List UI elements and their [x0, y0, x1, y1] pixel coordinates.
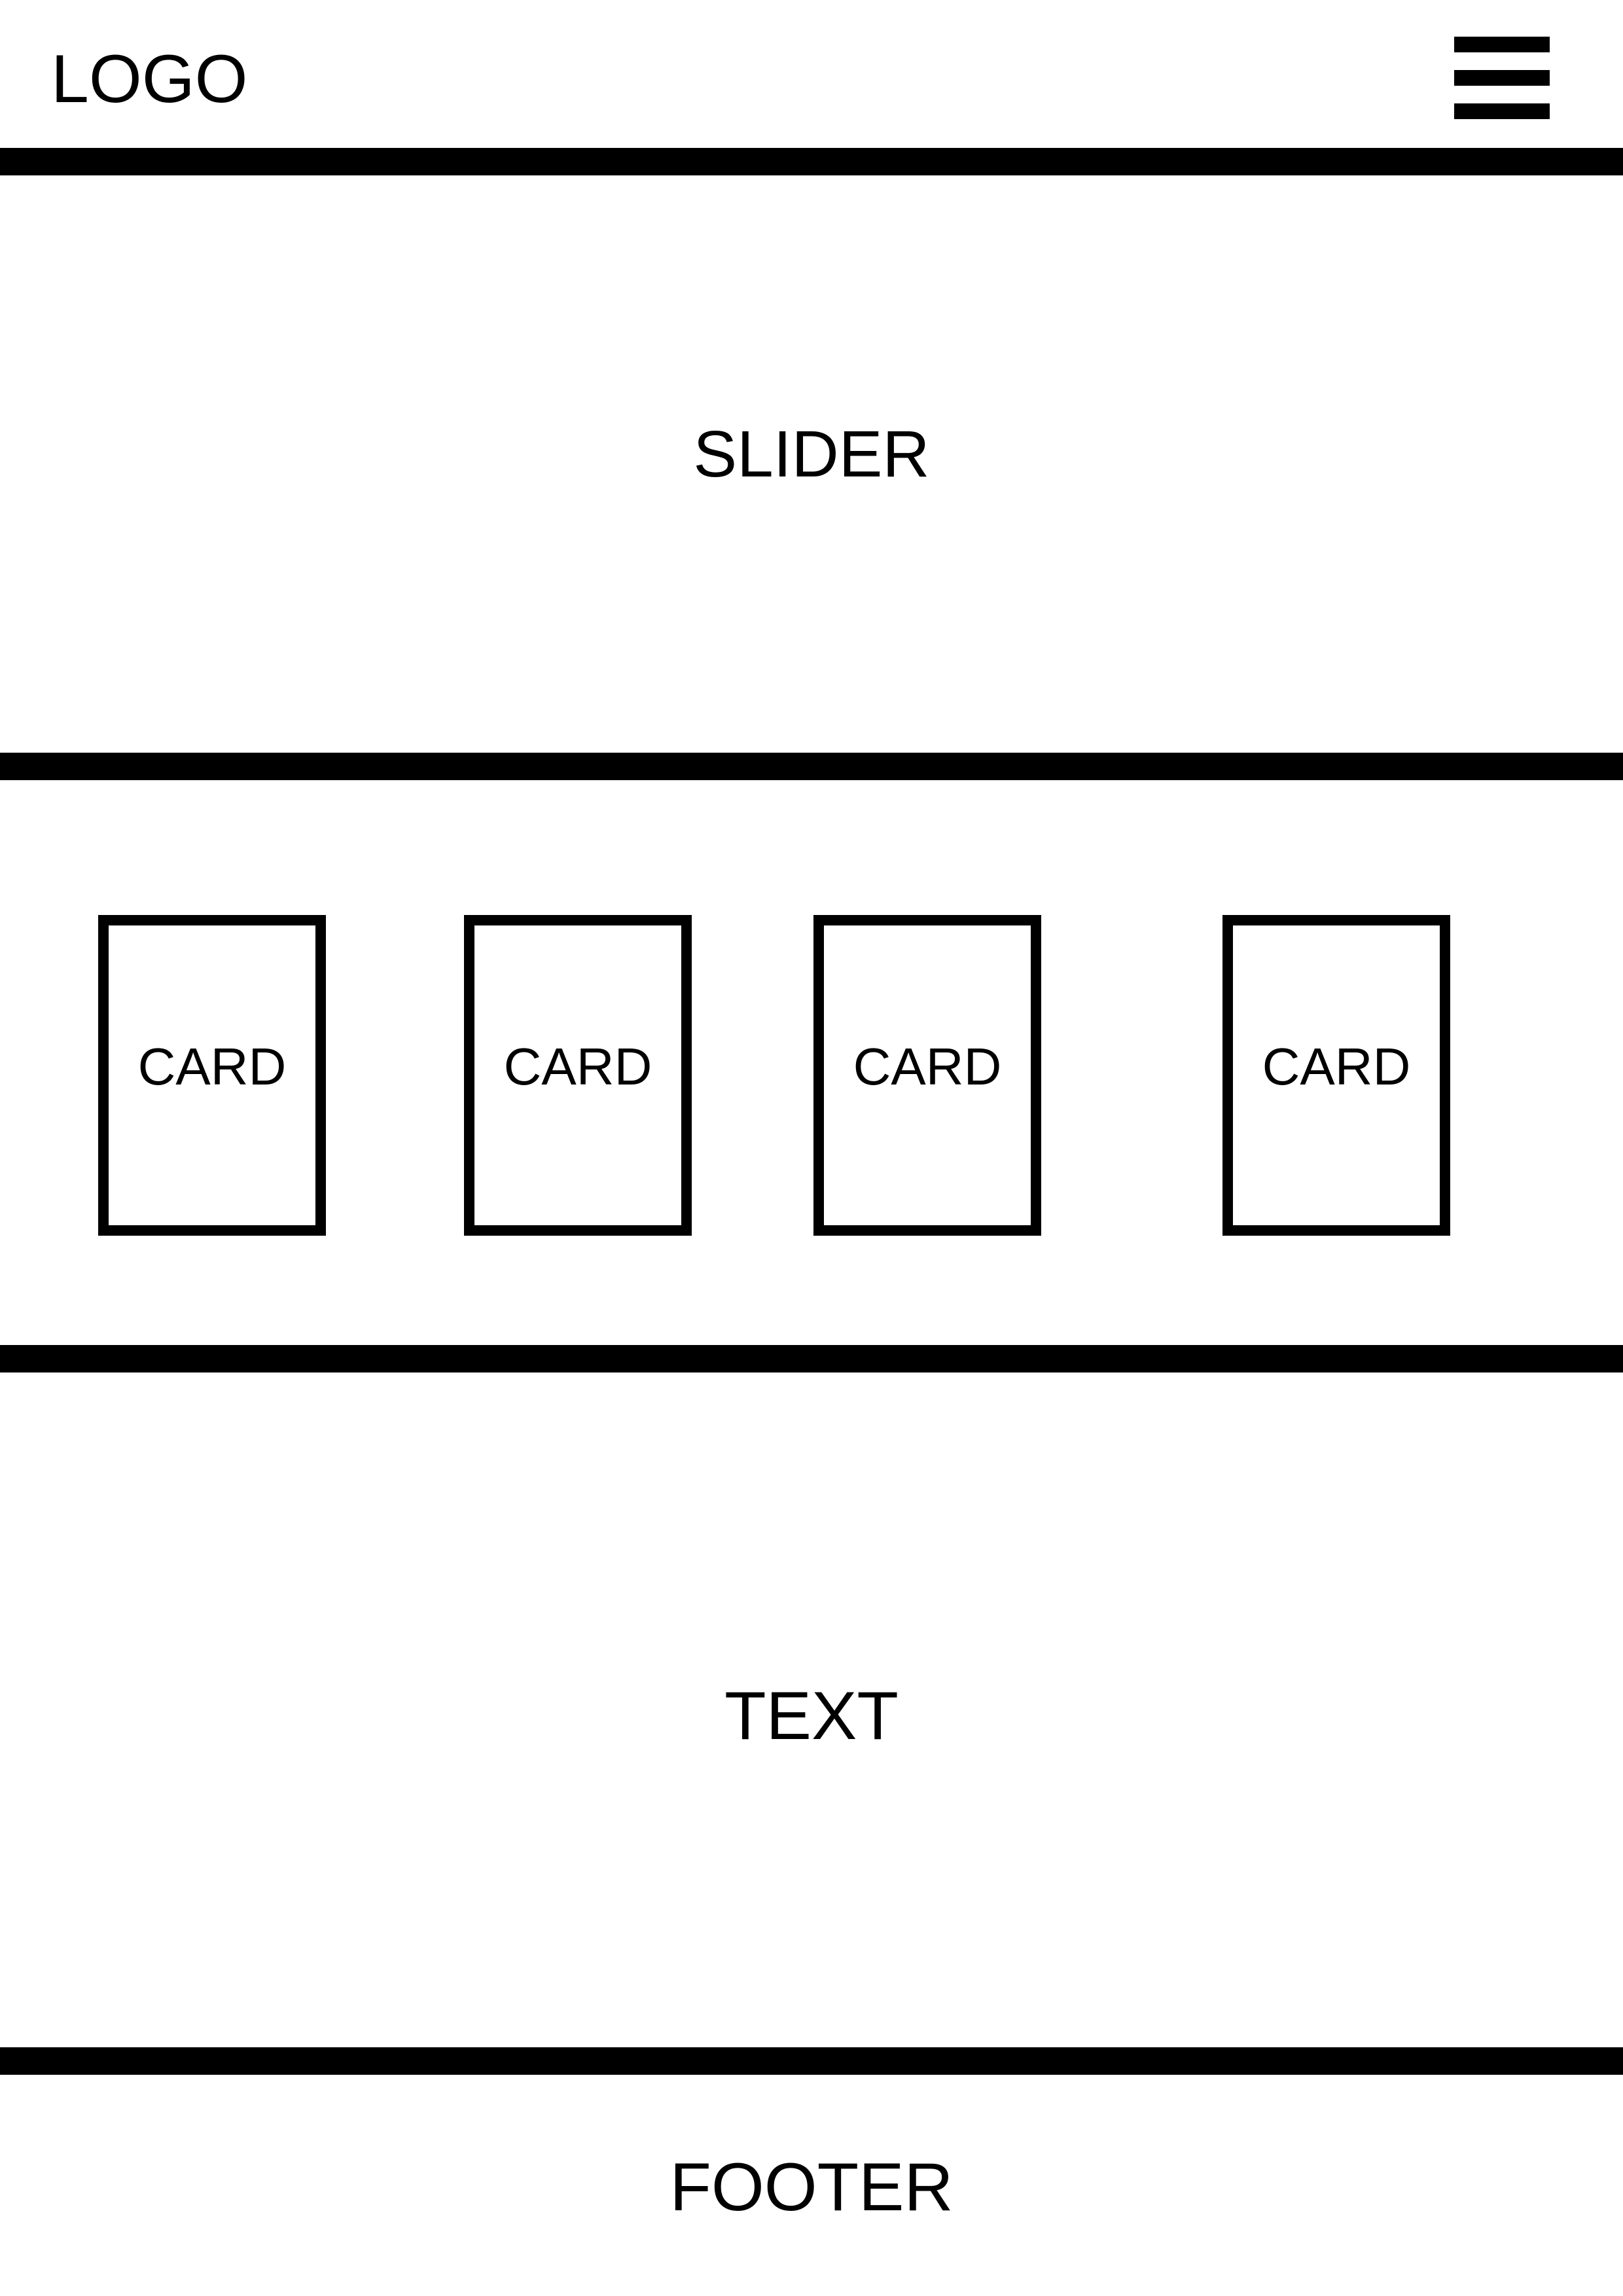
slider-divider: [0, 753, 1623, 780]
text-placeholder: TEXT: [724, 1678, 899, 1754]
menu-bar-bottom: [1454, 103, 1550, 119]
card-label: CARD: [853, 1037, 1002, 1096]
footer-divider: [0, 2047, 1623, 2075]
card-4[interactable]: CARD: [1222, 915, 1450, 1236]
card-label: CARD: [1262, 1037, 1411, 1096]
menu-bar-top: [1454, 37, 1550, 52]
hamburger-menu-icon[interactable]: [1454, 37, 1550, 119]
card-2[interactable]: CARD: [464, 915, 692, 1236]
header-divider: [0, 148, 1623, 175]
card-label: CARD: [503, 1037, 652, 1096]
cards-divider: [0, 1345, 1623, 1372]
menu-bar-middle: [1454, 70, 1550, 86]
footer-placeholder: FOOTER: [669, 2149, 954, 2225]
logo[interactable]: LOGO: [51, 41, 248, 117]
slider-placeholder[interactable]: SLIDER: [693, 418, 930, 491]
card-3[interactable]: CARD: [813, 915, 1041, 1236]
card-label: CARD: [137, 1037, 287, 1096]
card-1[interactable]: CARD: [98, 915, 326, 1236]
